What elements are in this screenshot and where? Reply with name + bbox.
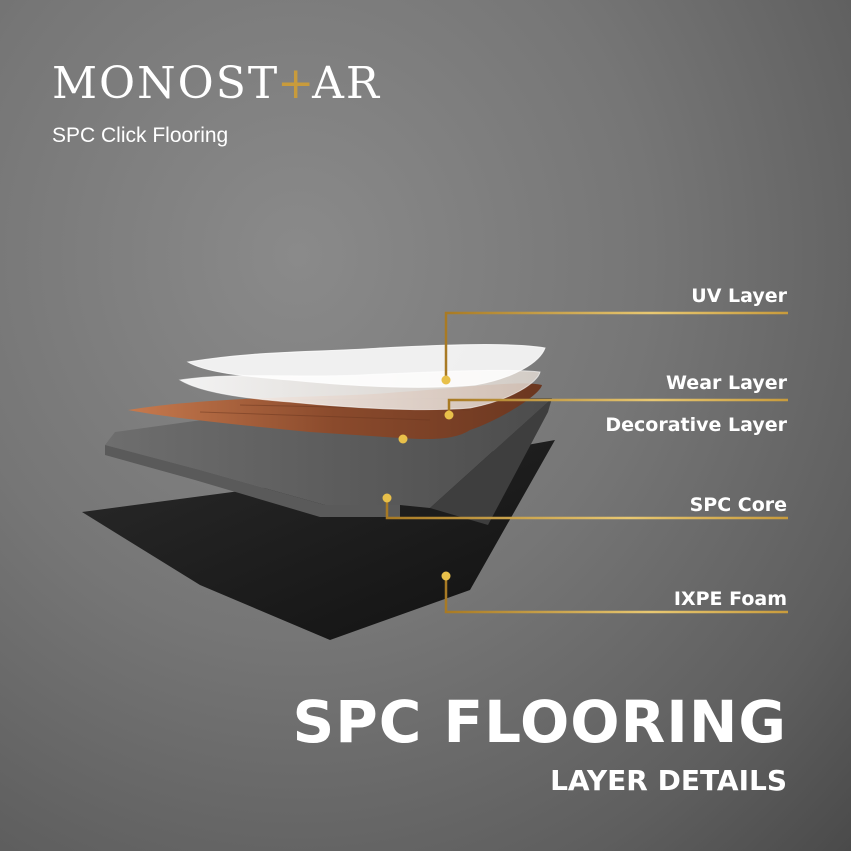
- decorative-layer-pin: [398, 434, 408, 444]
- brand-subtitle: SPC Click Flooring: [52, 124, 229, 147]
- headline-title: SPC FLOORING: [292, 688, 787, 756]
- uv-layer-sheet: [186, 344, 546, 388]
- wear-layer-leader: [447, 398, 788, 415]
- headline-subtitle: LAYER DETAILS: [550, 764, 787, 797]
- wear-layer-pin: [444, 410, 454, 420]
- spc-core-pin: [382, 493, 392, 503]
- label-spc-core: SPC Core: [689, 494, 787, 516]
- label-wear-layer: Wear Layer: [666, 372, 787, 394]
- spc-core-leader: [385, 498, 788, 520]
- brand-plus-mark: +: [277, 58, 315, 109]
- label-decorative-layer: Decorative Layer: [605, 414, 787, 436]
- brand-name-part1: MONOST: [52, 58, 280, 109]
- brand-logo: MONOST + AR: [52, 62, 381, 106]
- uv-layer-leader: [444, 311, 788, 380]
- ixpe-foam-pin: [441, 571, 451, 581]
- brand-name-part2: AR: [312, 58, 381, 109]
- label-uv-layer: UV Layer: [691, 285, 787, 307]
- uv-layer-pin: [441, 375, 451, 385]
- label-ixpe-foam: IXPE Foam: [673, 588, 787, 610]
- ixpe-foam-leader: [444, 576, 788, 614]
